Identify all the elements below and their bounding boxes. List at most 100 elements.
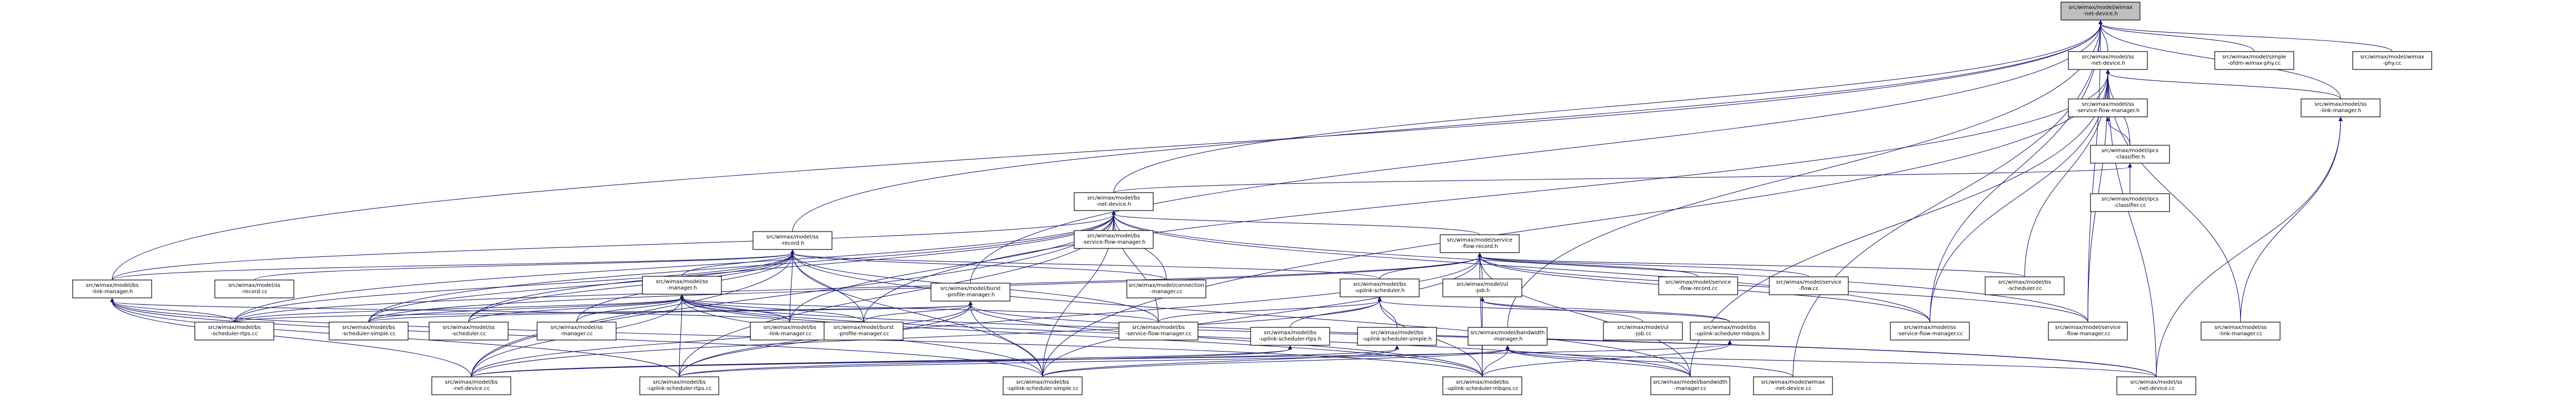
- node-bs-scheduler-simple-cc[interactable]: src/wimax/model/bs-scheduler-simple.cc: [329, 322, 409, 341]
- edge: [471, 300, 1380, 377]
- edge: [1379, 300, 1398, 328]
- node-label-line: src/wimax/model/ul: [1617, 325, 1669, 331]
- node-label-line: src/wimax/model/bs: [1456, 379, 1509, 385]
- node-box: [2352, 51, 2432, 70]
- edge: [679, 297, 682, 377]
- node-bs-uplink-scheduler-mbqos-h[interactable]: src/wimax/model/bs-uplink-scheduler-mbqo…: [1690, 322, 1770, 341]
- node-label-line: -manager.h: [1492, 336, 1522, 342]
- edge: [1479, 256, 1809, 277]
- edge: [1158, 300, 1380, 323]
- node-label-line: -uplink-scheduler.h: [1354, 288, 1404, 294]
- node-label-line: src/wimax/model/ss: [550, 325, 602, 331]
- node-label-line: src/wimax/model/ul: [1457, 282, 1508, 287]
- node-ss-link-manager-cc[interactable]: src/wimax/model/ss-link-manager.cc: [2201, 322, 2281, 341]
- node-ss-net-device-h[interactable]: src/wimax/model/ss-net-device.h: [2068, 51, 2148, 70]
- node-service-flow-record-h[interactable]: src/wimax/model/service-flow-record.h: [1440, 234, 1520, 253]
- node-label-line: -net-device.cc: [2138, 386, 2175, 392]
- edge: [112, 23, 2101, 281]
- node-ss-manager-h[interactable]: src/wimax/model/ss-manager.h: [642, 276, 722, 295]
- node-bs-uplink-scheduler-rtps-h[interactable]: src/wimax/model/bs-uplink-scheduler-rtps…: [1250, 327, 1330, 346]
- node-label-line: src/wimax/model/bs: [1371, 330, 1423, 336]
- node-ss-link-manager-h[interactable]: src/wimax/model/ss-link-manager.h: [2301, 98, 2381, 117]
- node-ipcs-classifier-h[interactable]: src/wimax/model/ipcs-classifier.h: [2090, 145, 2170, 164]
- node-bs-service-flow-manager-h[interactable]: src/wimax/model/bs-service-flow-manager.…: [1074, 230, 1154, 249]
- node-box: [2068, 51, 2148, 70]
- node-label-line: -classifier.cc: [2114, 203, 2146, 208]
- node-ss-service-flow-manager-cc[interactable]: src/wimax/model/ss-service-flow-manager.…: [1890, 322, 1970, 341]
- edge-arrowhead: [2106, 69, 2110, 74]
- node-ul-job-h[interactable]: src/wimax/model/ul-job.h: [1442, 278, 1522, 297]
- node-bs-scheduler-rtps-cc[interactable]: src/wimax/model/bs-scheduler-rtps.cc: [194, 322, 274, 341]
- node-label-line: -service-flow-manager.h: [2076, 108, 2140, 114]
- edge: [234, 214, 1114, 323]
- node-box: [2090, 145, 2170, 164]
- node-box: [1442, 278, 1522, 297]
- node-service-flow-record-cc[interactable]: src/wimax/model/service-flow-record.cc: [1658, 276, 1738, 295]
- node-bs-link-manager-cc[interactable]: src/wimax/model/bs-link-manager.cc: [750, 322, 830, 341]
- node-bandwidth-manager-h[interactable]: src/wimax/model/bandwidth-manager.h: [1468, 327, 1548, 346]
- node-wimax-phy-cc[interactable]: src/wimax/model/wimax-phy.cc: [2352, 51, 2432, 70]
- node-bandwidth-manager-cc[interactable]: src/wimax/model/bandwidth-manager.cc: [1650, 376, 1730, 395]
- node-simple-ofdm-phy[interactable]: src/wimax/model/simple-ofdm-wimax-phy.cc: [2214, 51, 2294, 70]
- edge: [1113, 214, 1480, 235]
- edge: [789, 253, 793, 323]
- node-label-line: -flow-record.h: [1461, 244, 1498, 249]
- node-root[interactable]: src/wimax/model/wimax-net-device.h: [2060, 2, 2141, 21]
- node-label-line: -link-manager.h: [92, 289, 133, 295]
- node-ss-net-device-cc[interactable]: src/wimax/model/ss-net-device.cc: [2116, 376, 2196, 395]
- node-burst-profile-manager-h[interactable]: src/wimax/model/burst-profile-manager.h: [930, 283, 1010, 302]
- node-label-line: src/wimax/model/bs: [1087, 195, 1140, 201]
- edge: [1113, 23, 2101, 193]
- node-bs-scheduler-cc[interactable]: src/wimax/model/bs-scheduler.cc: [1985, 276, 2065, 295]
- node-bs-link-manager-h[interactable]: src/wimax/model/bs-link-manager.h: [72, 279, 152, 298]
- node-label-line: src/wimax/model/bs: [1132, 325, 1185, 331]
- node-box: [824, 322, 904, 341]
- node-label-line: src/wimax/model/wimax: [1761, 379, 1825, 385]
- node-label-line: -uplink-scheduler-simple.h: [1362, 336, 1432, 342]
- node-box: [1074, 192, 1154, 211]
- edge: [468, 214, 1114, 323]
- node-ss-scheduler-cc[interactable]: src/wimax/model/ss-scheduler.cc: [429, 322, 509, 341]
- node-box: [2048, 322, 2128, 341]
- edge: [792, 253, 1043, 377]
- node-box: [1003, 376, 1083, 395]
- node-bs-net-device-h[interactable]: src/wimax/model/bs-net-device.h: [1074, 192, 1154, 211]
- node-ss-manager-cc[interactable]: src/wimax/model/ss-manager.cc: [537, 322, 617, 341]
- node-layer: src/wimax/model/wimax-net-device.hsrc/wi…: [72, 2, 2432, 395]
- node-bs-service-flow-manager-cc[interactable]: src/wimax/model/bs-service-flow-manager.…: [1118, 322, 1198, 341]
- node-label-line: -net-device.h: [2083, 11, 2118, 17]
- node-bs-uplink-scheduler-mbqos-cc[interactable]: src/wimax/model/bs-uplink-scheduler-mbqo…: [1442, 376, 1522, 395]
- node-service-flow-cc[interactable]: src/wimax/model/service-flow.cc: [1769, 276, 1849, 295]
- node-ipcs-classifier-cc[interactable]: src/wimax/model/ipcs-classifier.cc: [2090, 193, 2170, 212]
- node-bs-uplink-scheduler-simple-cc[interactable]: src/wimax/model/bs-uplink-scheduler-simp…: [1003, 376, 1083, 395]
- node-ul-job-cc[interactable]: src/wimax/model/ul-job.cc: [1603, 322, 1683, 341]
- node-ss-record-h[interactable]: src/wimax/model/ss-record.h: [752, 231, 833, 250]
- node-label-line: -manager.h: [667, 285, 697, 291]
- node-box: [1340, 278, 1420, 297]
- node-bs-uplink-scheduler-h[interactable]: src/wimax/model/bs-uplink-scheduler.h: [1340, 278, 1420, 297]
- node-ss-record-cc[interactable]: src/wimax/model/ss-record.cc: [214, 279, 294, 298]
- node-bs-uplink-scheduler-simple-h[interactable]: src/wimax/model/bs-uplink-scheduler-simp…: [1357, 327, 1437, 346]
- node-label-line: src/wimax/model/ss: [2082, 102, 2134, 107]
- edge: [468, 253, 793, 323]
- edge: [2107, 73, 2341, 99]
- node-box: [1442, 376, 1522, 395]
- node-wimax-net-device-cc[interactable]: src/wimax/model/wimax-net-device.cc: [1753, 376, 1833, 395]
- node-label-line: src/wimax/model/bs: [445, 379, 498, 385]
- node-bs-uplink-scheduler-rtps-cc[interactable]: src/wimax/model/bs-uplink-scheduler-rtps…: [639, 376, 719, 395]
- node-burst-profile-manager-cc[interactable]: src/wimax/model/burst-profile-manager.cc: [824, 322, 904, 341]
- edge: [792, 253, 1691, 377]
- edge: [1482, 300, 1730, 323]
- edge: [1507, 348, 1794, 377]
- node-box: [2301, 98, 2381, 117]
- node-label-line: src/wimax/model/ss: [442, 325, 494, 331]
- node-connection-manager-cc[interactable]: src/wimax/model/connection-manager.cc: [1126, 279, 1206, 298]
- node-box: [2060, 2, 2141, 21]
- node-ss-service-flow-manager-h[interactable]: src/wimax/model/ss-service-flow-manager.…: [2068, 98, 2148, 117]
- node-box: [639, 376, 719, 395]
- node-bs-net-device-cc[interactable]: src/wimax/model/bs-net-device.cc: [431, 376, 511, 395]
- node-label-line: src/wimax/model/bs: [1087, 233, 1140, 239]
- node-box: [2214, 51, 2294, 70]
- node-box: [1250, 327, 1330, 346]
- node-service-flow-manager-cc[interactable]: src/wimax/model/service-flow-manager.cc: [2048, 322, 2128, 341]
